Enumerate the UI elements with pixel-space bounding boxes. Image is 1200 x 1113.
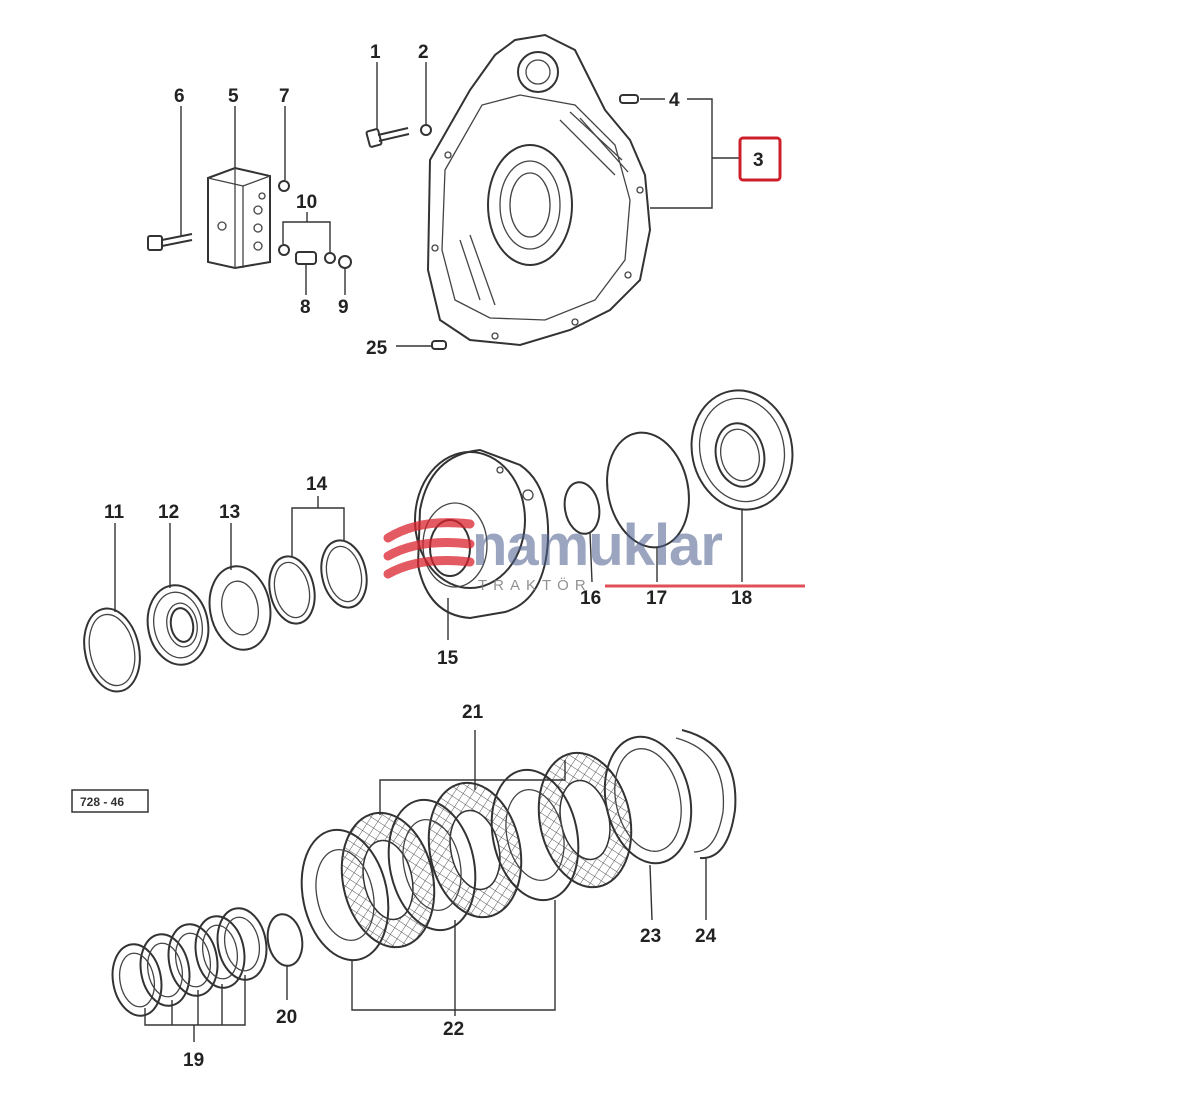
callout-25: 25 [366, 338, 388, 359]
seal-ring-17 [606, 431, 690, 549]
callout-22: 22 [443, 1019, 464, 1040]
callout-10: 10 [296, 192, 317, 213]
callout-1: 1 [370, 42, 381, 63]
watermark-subtitle: TRAKTÖR [478, 576, 592, 594]
watermark-brand: namuklar [472, 513, 722, 578]
washer-2 [420, 124, 432, 136]
callout-16: 16 [580, 588, 601, 609]
piston-18 [690, 389, 794, 511]
callout-17: 17 [646, 588, 667, 609]
callout-15: 15 [437, 648, 459, 669]
callout-3: 3 [753, 150, 764, 171]
friction-discs-21 [340, 751, 633, 949]
dowel-pin-4 [619, 94, 639, 104]
washer-13 [208, 565, 272, 651]
valve-block-5 [207, 166, 271, 270]
fitting-8 [295, 251, 317, 265]
callout-18: 18 [731, 588, 752, 609]
callout-4: 4 [669, 90, 680, 111]
callout-2: 2 [418, 42, 429, 63]
top-leader-lines [180, 62, 740, 347]
callout-21: 21 [462, 702, 484, 723]
callout-6: 6 [174, 86, 185, 107]
pressure-plate-23 [603, 735, 693, 865]
callout-9: 9 [338, 297, 349, 318]
callout-14: 14 [306, 474, 328, 495]
drawing-reference-text: 728 - 46 [80, 795, 124, 809]
callout-11: 11 [104, 502, 125, 523]
bottom-leader-lines [144, 730, 707, 1042]
shims-14 [268, 539, 368, 625]
callout-labels: 1 2 4 5 6 7 8 9 10 25 11 12 13 14 15 16 … [104, 42, 782, 1071]
stacked-swoosh-logo-icon [383, 518, 475, 579]
snap-ring-24 [675, 729, 737, 860]
callout-8: 8 [300, 297, 311, 318]
callout-13: 13 [219, 502, 240, 523]
callout-20: 20 [276, 1007, 297, 1028]
watermark: namuklar TRAKTÖR [383, 513, 805, 594]
callout-23: 23 [640, 926, 661, 947]
spring-washers-19 [111, 907, 268, 1017]
callout-24: 24 [695, 926, 717, 947]
o-rings-10 [278, 244, 336, 264]
seal-ring-9 [338, 255, 352, 269]
housing-cover [426, 33, 652, 347]
middle-leader-lines [114, 496, 743, 640]
snap-ring-11 [83, 607, 141, 693]
callout-5: 5 [228, 86, 239, 107]
steel-plates-22 [300, 768, 580, 962]
bearing-12 [146, 584, 210, 666]
ring-20 [266, 913, 304, 967]
callout-19: 19 [183, 1050, 204, 1071]
drawing-reference-tag: 728 - 46 [71, 789, 149, 813]
callout-12: 12 [158, 502, 179, 523]
o-ring-16 [563, 481, 601, 535]
bolt-1 [365, 127, 410, 148]
callout-7: 7 [279, 86, 290, 107]
o-ring-7 [278, 180, 290, 192]
plug-25 [431, 340, 447, 350]
callout-3-highlighted: 3 [738, 136, 782, 182]
bolt-6 [147, 233, 193, 251]
